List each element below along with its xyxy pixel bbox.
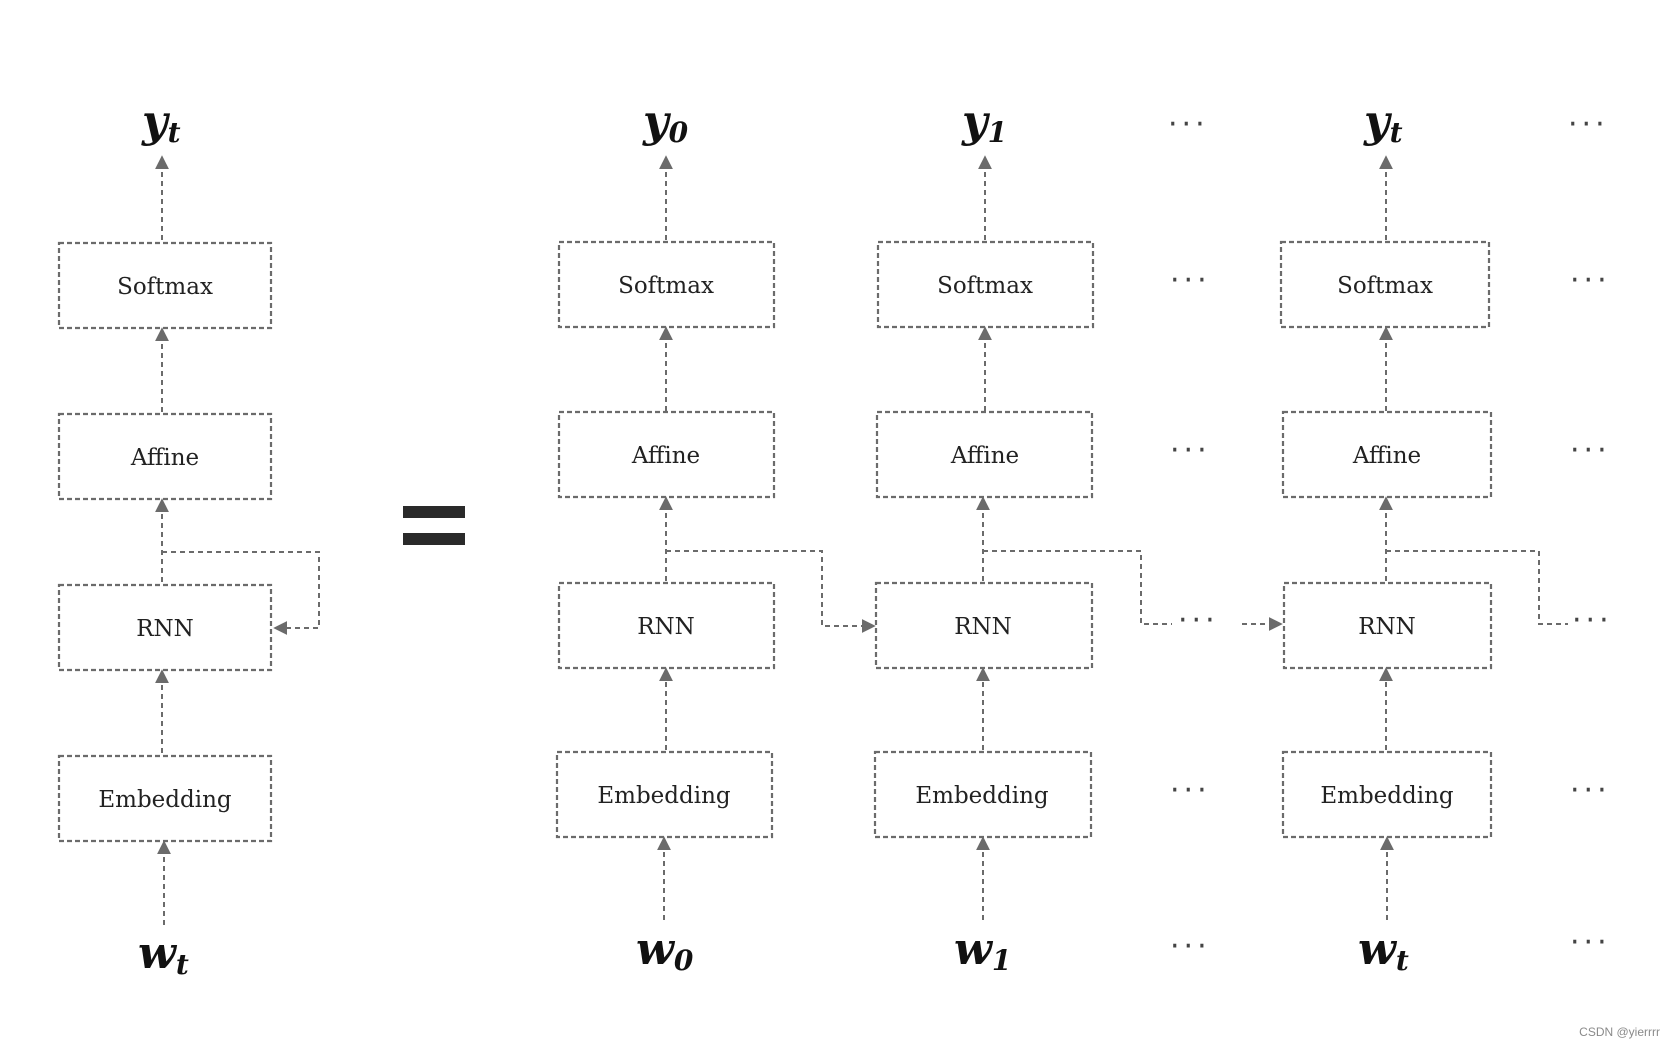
svg-text:Embedding: Embedding (915, 783, 1049, 809)
svg-text:···: ··· (1170, 433, 1211, 468)
svg-text:···: ··· (1570, 433, 1611, 468)
svg-text:···: ··· (1170, 773, 1211, 808)
column-t-input-label: wt (1358, 924, 1409, 977)
column-t-output-label: yt (1363, 96, 1403, 149)
column-t-rnn-box: RNN (1282, 581, 1493, 670)
unrolled-column-1: y1 Softmax Affine RNN Embedding w1 (873, 96, 1095, 977)
svg-text:RNN: RNN (136, 616, 194, 642)
left-rnn-box: RNN (57, 583, 273, 672)
hidden-state-arrow-0-1 (666, 550, 876, 633)
column-t-softmax-box: Softmax (1279, 240, 1491, 329)
column-0-affine-box: Affine (557, 410, 776, 499)
svg-text:Embedding: Embedding (1320, 783, 1454, 809)
column-1-affine-box: Affine (875, 410, 1094, 499)
column-1-softmax-box: Softmax (876, 240, 1095, 329)
equals-sign (403, 506, 465, 545)
svg-text:···: ··· (1570, 773, 1611, 808)
svg-text:Affine: Affine (631, 443, 700, 469)
svg-text:···: ··· (1570, 263, 1611, 298)
svg-text:···: ··· (1568, 107, 1609, 142)
column-0-softmax-box: Softmax (557, 240, 776, 329)
svg-text:Affine: Affine (1352, 443, 1421, 469)
column-t-embedding-box: Embedding (1281, 750, 1493, 839)
unrolled-column-0: y0 Softmax Affine RNN Embedding w0 (555, 96, 776, 977)
column-0-output-label: y0 (642, 96, 689, 149)
svg-text:Softmax: Softmax (618, 273, 714, 299)
svg-text:RNN: RNN (1358, 614, 1416, 640)
left-rnn-loop-arrow (162, 551, 320, 635)
column-t-affine-box: Affine (1281, 410, 1493, 499)
svg-text:Affine: Affine (950, 443, 1019, 469)
svg-text:···: ··· (1170, 929, 1211, 964)
svg-text:···: ··· (1170, 263, 1211, 298)
column-0-embedding-box: Embedding (555, 750, 774, 839)
ellipsis-between-columns: ··· ··· ··· ··· ··· (1168, 107, 1211, 964)
svg-text:···: ··· (1168, 107, 1209, 142)
watermark: CSDN @yierrrr (1579, 1025, 1660, 1039)
svg-text:RNN: RNN (954, 614, 1012, 640)
column-1-embedding-box: Embedding (873, 750, 1093, 839)
svg-text:Softmax: Softmax (1337, 273, 1433, 299)
hidden-state-arrow-t-next (1386, 550, 1568, 625)
svg-text:Softmax: Softmax (937, 273, 1033, 299)
column-0-input-label: w0 (636, 924, 694, 977)
column-1-input-label: w1 (954, 924, 1011, 977)
left-softmax-box: Softmax (57, 241, 273, 330)
hidden-state-ellipsis: ··· (1178, 603, 1219, 638)
svg-text:Embedding: Embedding (597, 783, 731, 809)
svg-text:RNN: RNN (637, 614, 695, 640)
left-output-label: yt (141, 96, 181, 149)
trailing-ellipsis: ··· ··· ··· ··· ··· (1568, 107, 1611, 960)
svg-text:Softmax: Softmax (117, 274, 213, 300)
svg-text:Affine: Affine (130, 445, 199, 471)
column-1-rnn-box: RNN (874, 581, 1094, 670)
column-0-rnn-box: RNN (557, 581, 776, 670)
left-column: yt Softmax Affine RNN Embedding wt (57, 96, 320, 981)
left-affine-box: Affine (57, 412, 273, 501)
svg-text:Embedding: Embedding (98, 787, 232, 813)
unrolled-column-t: yt Softmax Affine RNN Embedding wt (1279, 96, 1493, 977)
left-input-label: wt (138, 928, 189, 981)
svg-text:···: ··· (1570, 925, 1611, 960)
trailing-hidden-state-ellipsis: ··· (1572, 603, 1613, 638)
left-embedding-box: Embedding (57, 754, 273, 843)
hidden-state-arrow-1-t (983, 550, 1172, 625)
column-1-output-label: y1 (961, 96, 1007, 149)
